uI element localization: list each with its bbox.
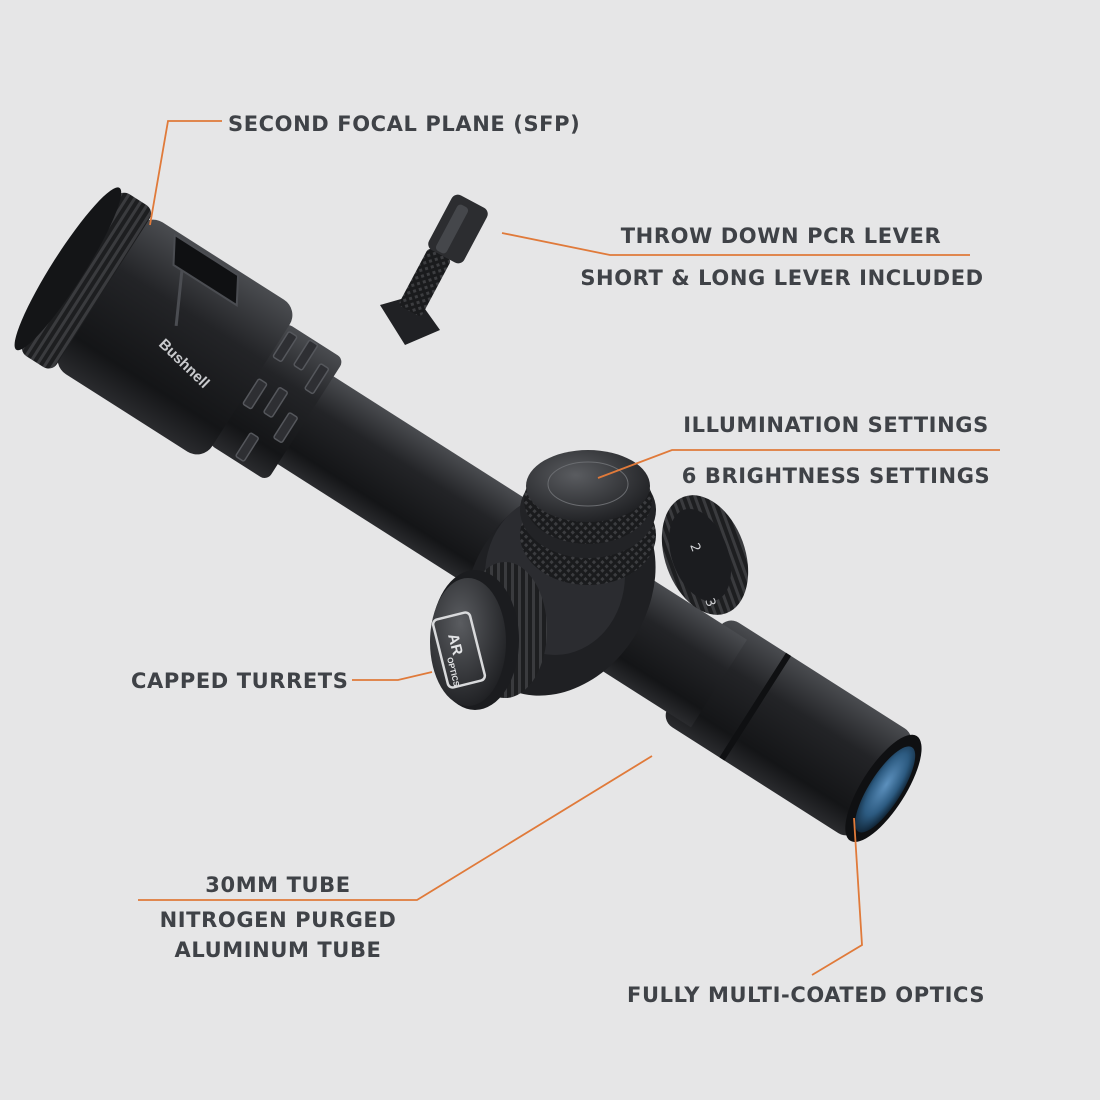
leader-lever: [501, 232, 970, 256]
callout-lever-title: THROW DOWN PCR LEVER: [620, 224, 942, 248]
objective-bell: [665, 620, 912, 836]
badge-ar-text: AR: [444, 632, 466, 657]
callout-tube-subtitle-line2: ALUMINUM TUBE: [174, 938, 382, 962]
throw-lever: [380, 194, 488, 345]
callout-tube-subtitle-line1: NITROGEN PURGED: [159, 908, 397, 932]
capped-turret: [430, 562, 547, 710]
illumination-turret: [520, 450, 656, 585]
ar-optics-badge: [431, 611, 487, 689]
callout-optics-title: FULLY MULTI-COATED OPTICS: [627, 983, 986, 1007]
objective-lens: [855, 746, 916, 833]
callout-turrets-title: CAPPED TURRETS: [131, 669, 349, 693]
callout-illumination-title: ILLUMINATION SETTINGS: [683, 413, 989, 437]
callout-illumination-subtitle: 6 BRIGHTNESS SETTINGS: [681, 464, 991, 488]
leader-optics: [811, 817, 863, 976]
callout-lever-subtitle: SHORT & LONG LEVER INCLUDED: [580, 266, 984, 290]
leader-tube: [138, 755, 653, 901]
eyepiece-knurl: [21, 192, 152, 369]
leader-turrets: [352, 671, 433, 681]
leader-sfp: [149, 120, 222, 226]
callout-sfp-title: SECOND FOCAL PLANE (SFP): [228, 112, 581, 136]
leader-lines: [138, 120, 1000, 976]
callout-tube-title: 30MM TUBE: [205, 873, 351, 897]
windage-turret: 2 3: [661, 495, 749, 615]
leader-illumination: [597, 449, 1000, 479]
